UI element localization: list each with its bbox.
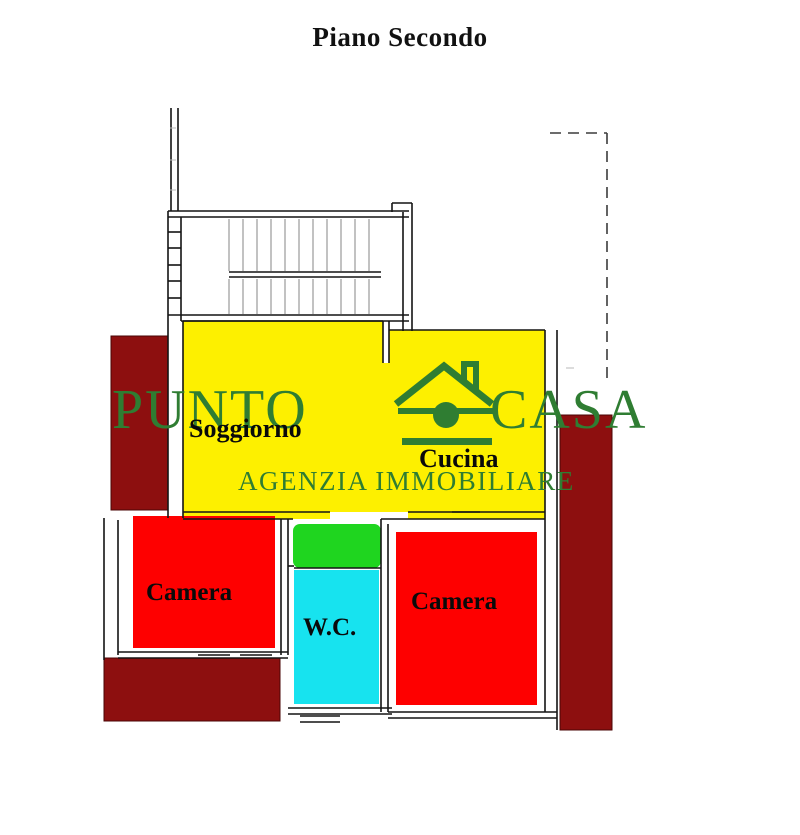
room-fills xyxy=(133,321,545,705)
room-fill-corridoio xyxy=(293,524,381,568)
terrace-outline xyxy=(550,132,608,381)
balcony-bottom-left xyxy=(103,657,281,722)
balcony-right xyxy=(559,414,613,731)
balconies xyxy=(103,335,613,731)
wall-linework xyxy=(103,108,558,730)
faint-marks xyxy=(170,127,574,369)
balcony-left xyxy=(110,335,169,511)
room-fill-camera-right xyxy=(396,532,537,705)
staircase xyxy=(228,219,370,314)
room-fill-soggiorno-cucina xyxy=(183,321,545,519)
page-title: Piano Secondo xyxy=(312,22,488,52)
room-fill-wc xyxy=(294,570,379,704)
room-fill-camera-left xyxy=(133,516,275,648)
